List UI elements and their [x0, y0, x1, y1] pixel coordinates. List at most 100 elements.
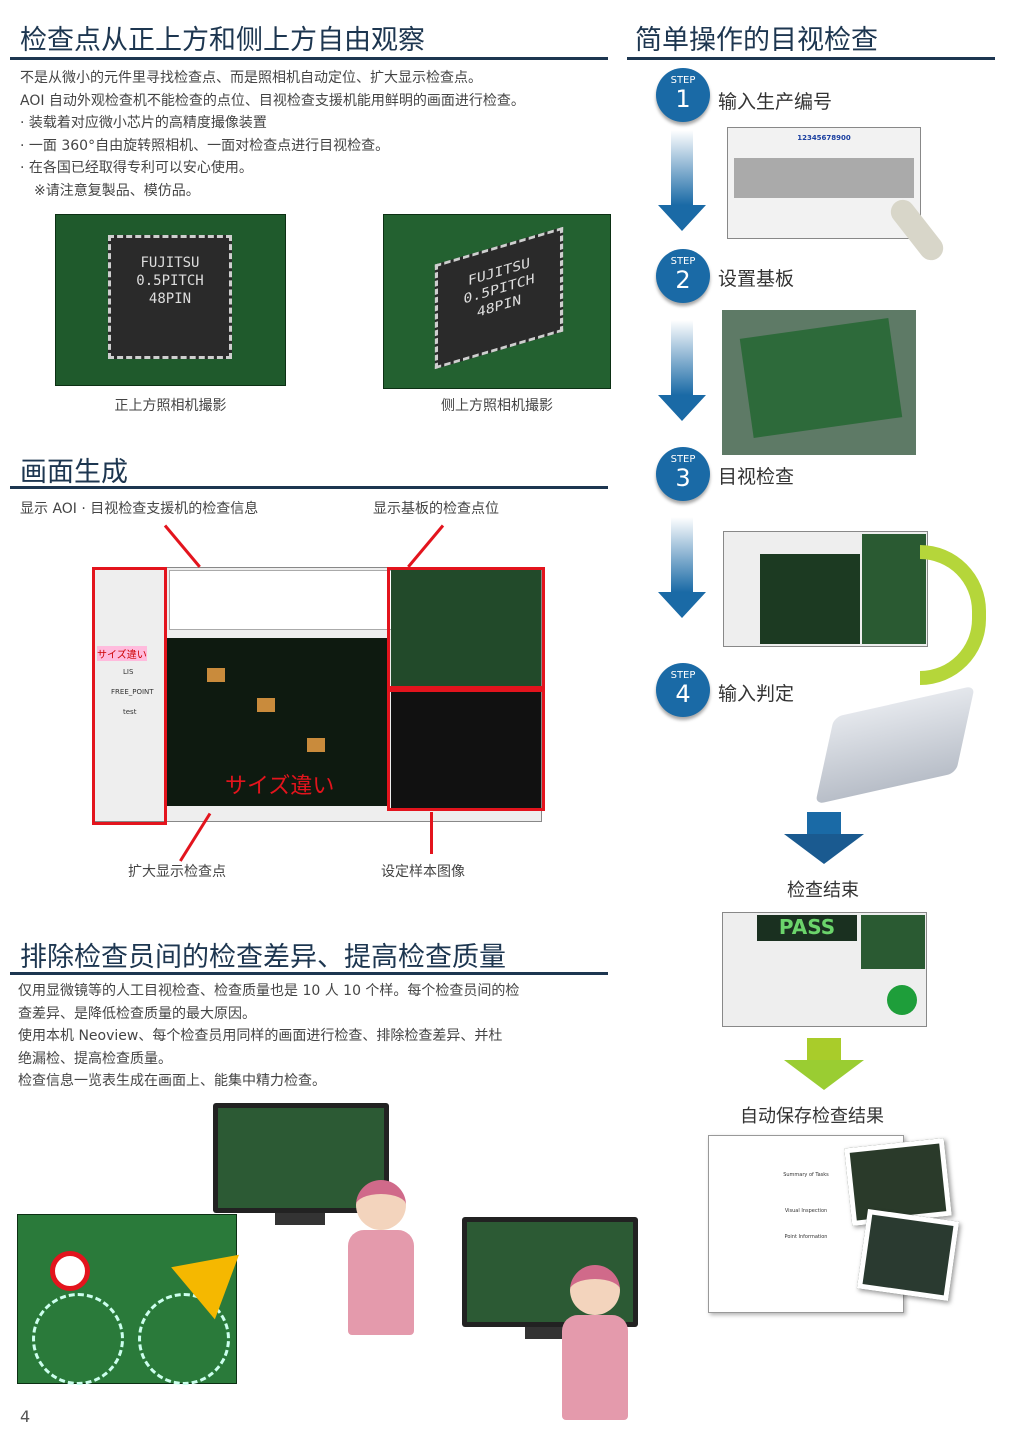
- quality-text: 仅用显微镜等的人工目视检查、检查质量也是 10 人 10 个样。每个检查员间的检…: [18, 980, 608, 1093]
- intro-text: 不是从微小的元件里寻找检查点、而是照相机自动定位、扩大显示检查点。 AOI 自动…: [20, 67, 610, 202]
- sample-image: [391, 692, 541, 810]
- highlight-board: [387, 567, 545, 689]
- section-title-screen: 画面生成: [20, 457, 128, 488]
- pass-screen: PASS: [722, 912, 927, 1027]
- photo-caption: 正上方照相机撮影: [114, 398, 227, 414]
- keypad-icon: [815, 685, 975, 805]
- highlight-info: [92, 567, 167, 825]
- save-arrow-icon: [784, 1038, 864, 1090]
- paragraph: 查差异、是降低检查质量的最大原因。: [18, 1005, 256, 1022]
- section-title-quality: 排除检查员间的检查差异、提高检查质量: [20, 942, 506, 973]
- chip: FUJITSU 0.5PITCH 48PIN: [434, 226, 564, 370]
- step-number: 4: [675, 680, 691, 708]
- component: [307, 738, 325, 752]
- paragraph: 绝漏检、提高检查质量。: [18, 1050, 172, 1067]
- callout-line: [407, 524, 445, 568]
- title-rule: [10, 486, 608, 489]
- report-heading: Point Information: [784, 1234, 828, 1240]
- pass-text: PASS: [757, 915, 857, 941]
- callout-info: 显示 AOI · 目视检查支援机的检查信息: [20, 501, 259, 517]
- top-camera-photo: FUJITSU 0.5PITCH 48PIN: [55, 214, 286, 386]
- pcb-board-photo: [17, 1214, 237, 1385]
- highlight-sample: [387, 689, 545, 811]
- chip-label: FUJITSU: [140, 255, 200, 271]
- chip-label: 0.5PITCH: [136, 273, 204, 289]
- circuit-ring: [138, 1293, 230, 1385]
- step-label: 设置基板: [718, 268, 795, 290]
- paragraph: 检查信息一览表生成在画面上、能集中精力检查。: [18, 1073, 326, 1089]
- highlight-circle: [50, 1251, 90, 1291]
- end-arrow-icon: [784, 812, 864, 864]
- down-arrow-icon: [658, 517, 706, 618]
- title-rule: [10, 972, 608, 975]
- zoomed-view: サイズ違い: [167, 638, 387, 806]
- paragraph: 不是从微小的元件里寻找检查点、而是照相机自动定位、扩大显示检查点。: [20, 70, 482, 86]
- visual-inspection-screen: [723, 531, 928, 647]
- step-word: STEP: [670, 454, 696, 465]
- step-number: 3: [675, 464, 691, 492]
- bullet: · 装载着对应微小芯片的高精度撮像装置: [20, 115, 267, 131]
- error-tag: サイズ違い: [97, 646, 147, 661]
- lis-label: LIS: [123, 668, 134, 676]
- component: [207, 668, 225, 682]
- bullet: · 一面 360°自由旋转照相机、一面对检查点进行目视检查。: [20, 137, 390, 154]
- production-code: 12345678900: [797, 134, 851, 142]
- step-number: 2: [675, 266, 691, 294]
- callout-line: [430, 812, 433, 854]
- board-view: [862, 534, 926, 644]
- test-label: test: [123, 708, 137, 716]
- page-number: 4: [20, 1407, 31, 1426]
- down-arrow-icon: [658, 130, 706, 231]
- green-curved-arrow-icon: [920, 545, 986, 685]
- error-label: サイズ違い: [225, 774, 335, 799]
- bullet: · 在各国已经取得专利可以安心使用。: [20, 160, 253, 176]
- step-label: 输入判定: [718, 683, 795, 705]
- side-camera-photo: FUJITSU 0.5PITCH 48PIN: [383, 214, 611, 389]
- section-title-observation: 检查点从正上方和侧上方自由观察: [20, 25, 425, 56]
- free-point-label: FREE_POINT: [111, 688, 154, 696]
- down-arrow-icon: [658, 320, 706, 421]
- step-word: STEP: [670, 670, 696, 681]
- title-rule: [627, 57, 995, 60]
- paragraph: 使用本机 Neoview、每个检查员用同样的画面进行检查、排除检查差异、并杜: [18, 1028, 503, 1044]
- ok-indicator: [887, 985, 917, 1015]
- autosave-label: 自动保存检查结果: [740, 1106, 884, 1127]
- software-screenshot: サイズ違い サイズ違い LIS FREE_POINT test: [92, 567, 542, 822]
- end-label: 检查结束: [787, 880, 859, 901]
- board-setup-photo: [722, 310, 916, 455]
- photo-caption: 侧上方照相机撮影: [441, 398, 553, 414]
- board-view: [391, 570, 541, 688]
- chip-label: 48PIN: [148, 291, 192, 307]
- table: [734, 158, 914, 198]
- zoom-view: [760, 554, 860, 644]
- step-label: 目视检查: [718, 466, 795, 488]
- inspector-figure: [348, 1180, 414, 1335]
- production-number-screen: 12345678900: [727, 127, 921, 239]
- callout-line: [163, 524, 201, 568]
- monitor-stand: [275, 1213, 325, 1225]
- note: ※请注意复製品、模仿品。: [34, 182, 200, 199]
- title-rule: [10, 57, 608, 60]
- report-heading: Summary of Tasks: [783, 1172, 829, 1178]
- step-label: 输入生产编号: [718, 91, 833, 113]
- paragraph: AOI 自动外观检查机不能检查的点位、目视检查支援机能用鲜明的画面进行检查。: [20, 92, 525, 109]
- step-word: STEP: [670, 75, 696, 86]
- board-view: [861, 915, 925, 969]
- callout-sample: 设定样本图像: [381, 864, 465, 880]
- step-word: STEP: [670, 256, 696, 267]
- step-number: 1: [675, 85, 691, 113]
- inspector-figure: [562, 1265, 628, 1420]
- report-photo: [856, 1208, 960, 1302]
- callout-board-points: 显示基板的检查点位: [373, 501, 499, 517]
- section-title-steps: 简单操作的目视检查: [635, 25, 878, 56]
- paragraph: 仅用显微镜等的人工目视检查、检查质量也是 10 人 10 个样。每个检查员间的检: [18, 983, 520, 999]
- pcb: [739, 318, 903, 438]
- callout-zoom: 扩大显示检查点: [128, 864, 226, 880]
- chip: FUJITSU 0.5PITCH 48PIN: [108, 235, 232, 359]
- circuit-ring: [32, 1293, 124, 1385]
- report-heading: Visual Inspection: [784, 1208, 828, 1214]
- component: [257, 698, 275, 712]
